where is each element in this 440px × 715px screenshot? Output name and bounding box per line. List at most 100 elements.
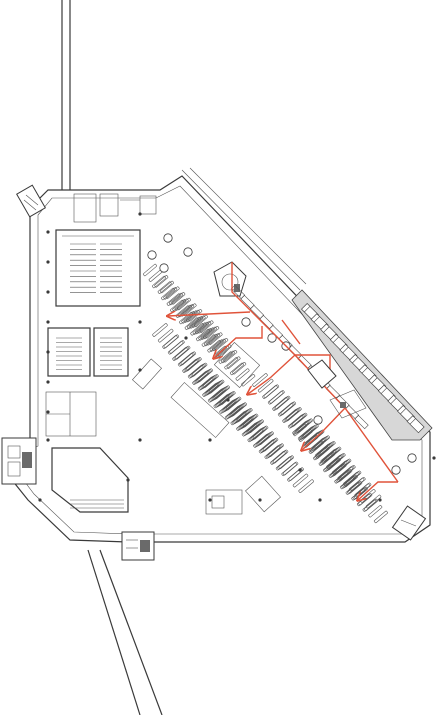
shelf (174, 345, 191, 360)
shelf (240, 415, 256, 429)
shelf (154, 275, 169, 288)
shelf (172, 299, 187, 312)
shelf (209, 339, 224, 352)
shelf (187, 364, 204, 379)
shelf (368, 505, 383, 518)
shelf (157, 281, 172, 294)
column-marker-icon (46, 350, 50, 354)
shelf (348, 481, 363, 494)
shelf (227, 404, 244, 419)
shelf (200, 375, 217, 390)
shelf (265, 444, 282, 459)
shelf (207, 388, 224, 403)
column-marker-icon (46, 380, 50, 384)
shelf (204, 381, 221, 396)
column-marker-icon (298, 468, 302, 472)
shelf (241, 422, 258, 437)
shelf (177, 352, 194, 367)
shelf (278, 455, 294, 469)
spiral-stair (213, 261, 247, 297)
shelf (308, 441, 323, 454)
shelf (284, 407, 301, 422)
shelf (201, 374, 218, 389)
seminar-room-2 (93, 327, 129, 377)
shelf (202, 383, 218, 397)
round-table (407, 453, 417, 463)
column-marker-icon (226, 398, 230, 402)
shelf (343, 474, 358, 488)
shelf (181, 311, 196, 324)
shelf (219, 400, 235, 414)
round-table (241, 317, 251, 327)
shelf (165, 286, 180, 299)
shelf (248, 427, 265, 442)
column-marker-icon (46, 290, 50, 294)
shelf (282, 409, 298, 423)
shelf (250, 427, 266, 441)
shelf (267, 390, 284, 405)
shelf (289, 414, 305, 428)
shelf (328, 465, 343, 478)
shelf (257, 432, 273, 446)
shelf (209, 388, 225, 402)
shelf (237, 416, 254, 431)
shelf (183, 358, 200, 373)
shelf (168, 292, 183, 306)
stair-tower-se (391, 505, 427, 541)
shelf (342, 475, 357, 488)
shelf (292, 473, 309, 488)
shelf (263, 384, 280, 399)
shelf (194, 369, 211, 384)
shelf (169, 340, 185, 354)
column-marker-icon (258, 498, 262, 502)
shelf (163, 287, 178, 300)
shelf (292, 423, 308, 437)
column-marker-icon (318, 498, 322, 502)
shelf (296, 419, 312, 433)
circulation-desk (307, 359, 367, 419)
stair-tower-nw (16, 184, 46, 218)
service-rooms (132, 342, 281, 515)
shelf (277, 456, 293, 470)
shelf (200, 327, 215, 340)
shelf (184, 357, 201, 372)
shelf (339, 476, 354, 490)
carrel-strip (291, 289, 433, 441)
shelf (196, 369, 212, 383)
entry-hall (73, 193, 157, 223)
shelf (232, 362, 247, 375)
column-marker-icon (46, 410, 50, 414)
column-marker-icon (184, 336, 188, 340)
shelf (287, 414, 304, 429)
shelf (269, 390, 285, 404)
shelf (198, 328, 213, 341)
shelf (159, 280, 174, 294)
shelf (199, 376, 215, 390)
shelf (228, 403, 245, 418)
column-marker-icon (138, 368, 142, 372)
column-marker-icon (138, 320, 142, 324)
shelf (325, 458, 340, 471)
shelf (182, 359, 198, 373)
shelf (189, 364, 205, 378)
shelf (223, 350, 238, 363)
shelf (283, 408, 300, 423)
shelf (226, 356, 241, 369)
stair-tower-w (1, 437, 37, 485)
shelf (193, 370, 210, 385)
shelf (194, 321, 209, 335)
shelf (244, 421, 260, 436)
shelf (258, 439, 275, 454)
round-table (391, 465, 401, 475)
shelf (189, 316, 204, 329)
shelf (236, 417, 252, 431)
shelf (201, 334, 216, 347)
column-marker-icon (138, 438, 142, 442)
shelf (373, 510, 388, 524)
orientation-route (168, 262, 399, 500)
roof-edge (181, 167, 307, 291)
carrel (406, 415, 425, 434)
central-core (51, 447, 129, 513)
shelf (264, 445, 280, 460)
